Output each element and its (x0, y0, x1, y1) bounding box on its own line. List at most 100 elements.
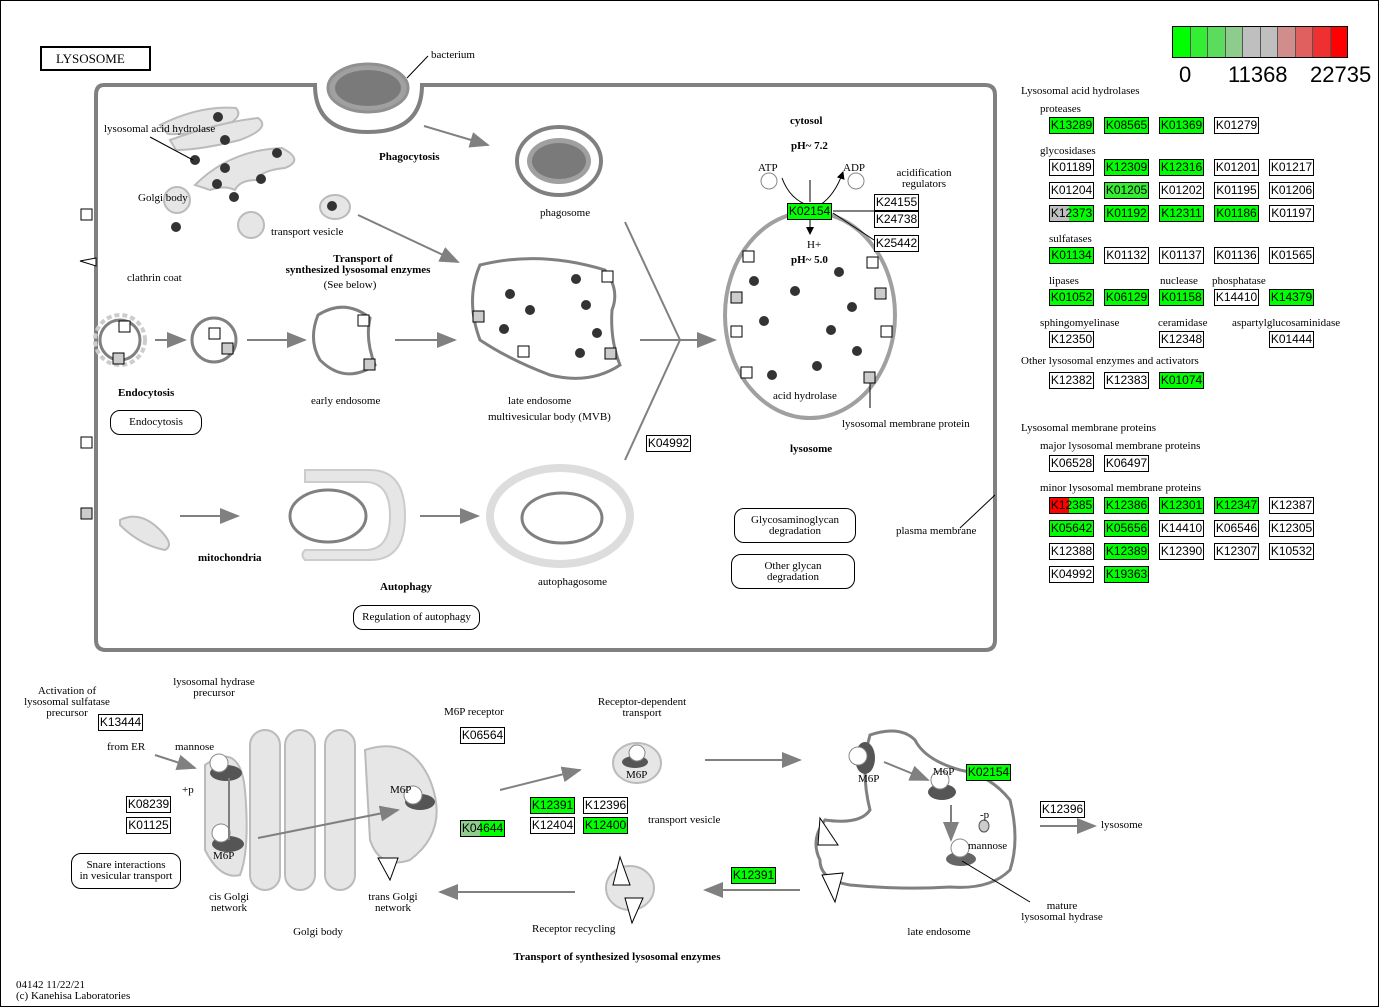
legend-swatch (1173, 27, 1191, 57)
gene-box-k12400[interactable]: K12400 (583, 817, 628, 834)
gene-box-k12307[interactable]: K12307 (1214, 543, 1259, 560)
gene-box-k12396[interactable]: K12396 (1040, 801, 1085, 818)
gene-box-k04992[interactable]: K04992 (1049, 566, 1094, 583)
label-synthesized-enzymes: synthesized lysosomal enzymes (285, 264, 431, 276)
heading-membrane-proteins: Lysosomal membrane proteins (1021, 422, 1157, 434)
gene-box-k01197[interactable]: K01197 (1269, 205, 1314, 222)
gene-box-k01279[interactable]: K01279 (1214, 117, 1259, 134)
gene-box-k04992[interactable]: K04992 (646, 435, 691, 452)
gene-box-k01186[interactable]: K01186 (1214, 205, 1259, 222)
gene-box-k01204[interactable]: K01204 (1049, 182, 1094, 199)
gene-box-k08565[interactable]: K08565 (1104, 117, 1149, 134)
map-link-snare-interactions[interactable]: Snare interactions in vesicular transpor… (71, 853, 181, 889)
gene-box-k06497[interactable]: K06497 (1104, 455, 1149, 472)
gene-box-k02154[interactable]: K02154 (966, 764, 1011, 781)
gene-box-k06528[interactable]: K06528 (1049, 455, 1094, 472)
label-phagosome: phagosome (540, 207, 591, 219)
gene-box-k13444[interactable]: K13444 (98, 714, 143, 731)
gene-box-k01192[interactable]: K01192 (1104, 205, 1149, 222)
gene-box-k01189[interactable]: K01189 (1049, 159, 1094, 176)
gene-box-k01158[interactable]: K01158 (1159, 289, 1204, 306)
label-mannose: mannose (175, 741, 215, 753)
gene-box-k12391[interactable]: K12391 (731, 867, 776, 884)
gene-box-k01444[interactable]: K01444 (1269, 331, 1314, 348)
gene-box-k01201[interactable]: K01201 (1214, 159, 1259, 176)
gene-box-k14410[interactable]: K14410 (1159, 520, 1204, 537)
gene-box-k12316[interactable]: K12316 (1159, 159, 1204, 176)
map-link-endocytosis[interactable]: Endocytosis (110, 410, 202, 435)
legend-swatch (1225, 27, 1243, 57)
gene-box-k12348[interactable]: K12348 (1159, 331, 1204, 348)
gene-box-k12385[interactable]: K12385 (1049, 497, 1094, 514)
map-link-glycosaminoglycan-degradation[interactable]: Glycosaminoglycan degradation (734, 508, 856, 543)
map-link-label: Glycosaminoglycan (751, 514, 839, 526)
gene-box-k12391[interactable]: K12391 (530, 797, 575, 814)
gene-box-k01052[interactable]: K01052 (1049, 289, 1094, 306)
gene-box-k01195[interactable]: K01195 (1214, 182, 1259, 199)
label-transport-vesicle-2: transport vesicle (648, 814, 721, 826)
label-cis-golgi-1: cis Golgi (208, 891, 250, 903)
gene-box-k01137[interactable]: K01137 (1159, 247, 1204, 264)
gene-box-k01125[interactable]: K01125 (126, 817, 171, 834)
gene-box-k12301[interactable]: K12301 (1159, 497, 1204, 514)
label-receptor-dependent-2: transport (622, 707, 662, 719)
gene-box-k12382[interactable]: K12382 (1049, 372, 1094, 389)
heading-sphingomyelinase: sphingomyelinase (1040, 317, 1120, 329)
label-endocytosis: Endocytosis (118, 387, 175, 399)
gene-box-k06129[interactable]: K06129 (1104, 289, 1149, 306)
label-from-er: from ER (107, 741, 146, 753)
label-trans-golgi-1: trans Golgi (368, 891, 418, 903)
gene-box-k19363[interactable]: K19363 (1104, 566, 1149, 583)
heading-lipases: lipases (1049, 275, 1079, 287)
legend-swatch (1208, 27, 1226, 57)
gene-box-k01136[interactable]: K01136 (1214, 247, 1259, 264)
gene-box-k08239[interactable]: K08239 (126, 796, 171, 813)
label-receptor-recycling: Receptor recycling (532, 923, 616, 935)
gene-box-k14410[interactable]: K14410 (1214, 289, 1259, 306)
label-m6p-cis: M6P (213, 850, 235, 862)
gene-box-k01565[interactable]: K01565 (1269, 247, 1314, 264)
gene-box-k14379[interactable]: K14379 (1269, 289, 1314, 306)
gene-box-k05656[interactable]: K05656 (1104, 520, 1149, 537)
gene-box-k13289[interactable]: K13289 (1049, 117, 1094, 134)
label-activation-1: Activation of (37, 685, 97, 697)
acid-hydrolase-dots (171, 112, 337, 232)
gene-box-k12404[interactable]: K12404 (530, 817, 575, 834)
gene-box-k12347[interactable]: K12347 (1214, 497, 1259, 514)
gene-box-k01217[interactable]: K01217 (1269, 159, 1314, 176)
gene-box-k12350[interactable]: K12350 (1049, 331, 1094, 348)
gene-box-k12389[interactable]: K12389 (1104, 543, 1149, 560)
gene-box-k01205[interactable]: K01205 (1104, 182, 1149, 199)
gene-box-k05642[interactable]: K05642 (1049, 520, 1094, 537)
gene-box-k12373[interactable]: K12373 (1049, 205, 1094, 222)
gene-box-k01369[interactable]: K01369 (1159, 117, 1204, 134)
gene-box-k01132[interactable]: K01132 (1104, 247, 1149, 264)
map-link-other-glycan-degradation[interactable]: Other glycan degradation (731, 554, 855, 589)
label-lysosome-arrow: lysosome (1101, 819, 1143, 831)
gene-box-k01134[interactable]: K01134 (1049, 247, 1094, 264)
gene-box-k06564[interactable]: K06564 (460, 727, 505, 744)
gene-box-k12305[interactable]: K12305 (1269, 520, 1314, 537)
gene-box-k01074[interactable]: K01074 (1159, 372, 1204, 389)
gene-box-k06546[interactable]: K06546 (1214, 520, 1259, 537)
gene-box-k12311[interactable]: K12311 (1159, 205, 1204, 222)
gene-box-k01202[interactable]: K01202 (1159, 182, 1204, 199)
legend-max: 22735 (1310, 62, 1372, 87)
gene-box-k04644[interactable]: K04644 (460, 820, 505, 837)
gene-box-k25442[interactable]: K25442 (874, 235, 919, 252)
legend-min: 0 (1179, 62, 1192, 87)
gene-box-k12396[interactable]: K12396 (583, 797, 628, 814)
gene-box-k12387[interactable]: K12387 (1269, 497, 1314, 514)
gene-box-k12383[interactable]: K12383 (1104, 372, 1149, 389)
gene-box-k02154[interactable]: K02154 (787, 203, 832, 220)
gene-box-k12309[interactable]: K12309 (1104, 159, 1149, 176)
gene-box-k12388[interactable]: K12388 (1049, 543, 1094, 560)
gene-box-k24155[interactable]: K24155 (874, 194, 919, 211)
gene-box-k24738[interactable]: K24738 (874, 211, 919, 228)
map-link-regulation-autophagy[interactable]: Regulation of autophagy (353, 605, 480, 630)
gene-box-k10532[interactable]: K10532 (1269, 543, 1314, 560)
gene-box-k12386[interactable]: K12386 (1104, 497, 1149, 514)
gene-box-k12390[interactable]: K12390 (1159, 543, 1204, 560)
map-link-label: Snare interactions (86, 859, 166, 871)
gene-box-k01206[interactable]: K01206 (1269, 182, 1314, 199)
